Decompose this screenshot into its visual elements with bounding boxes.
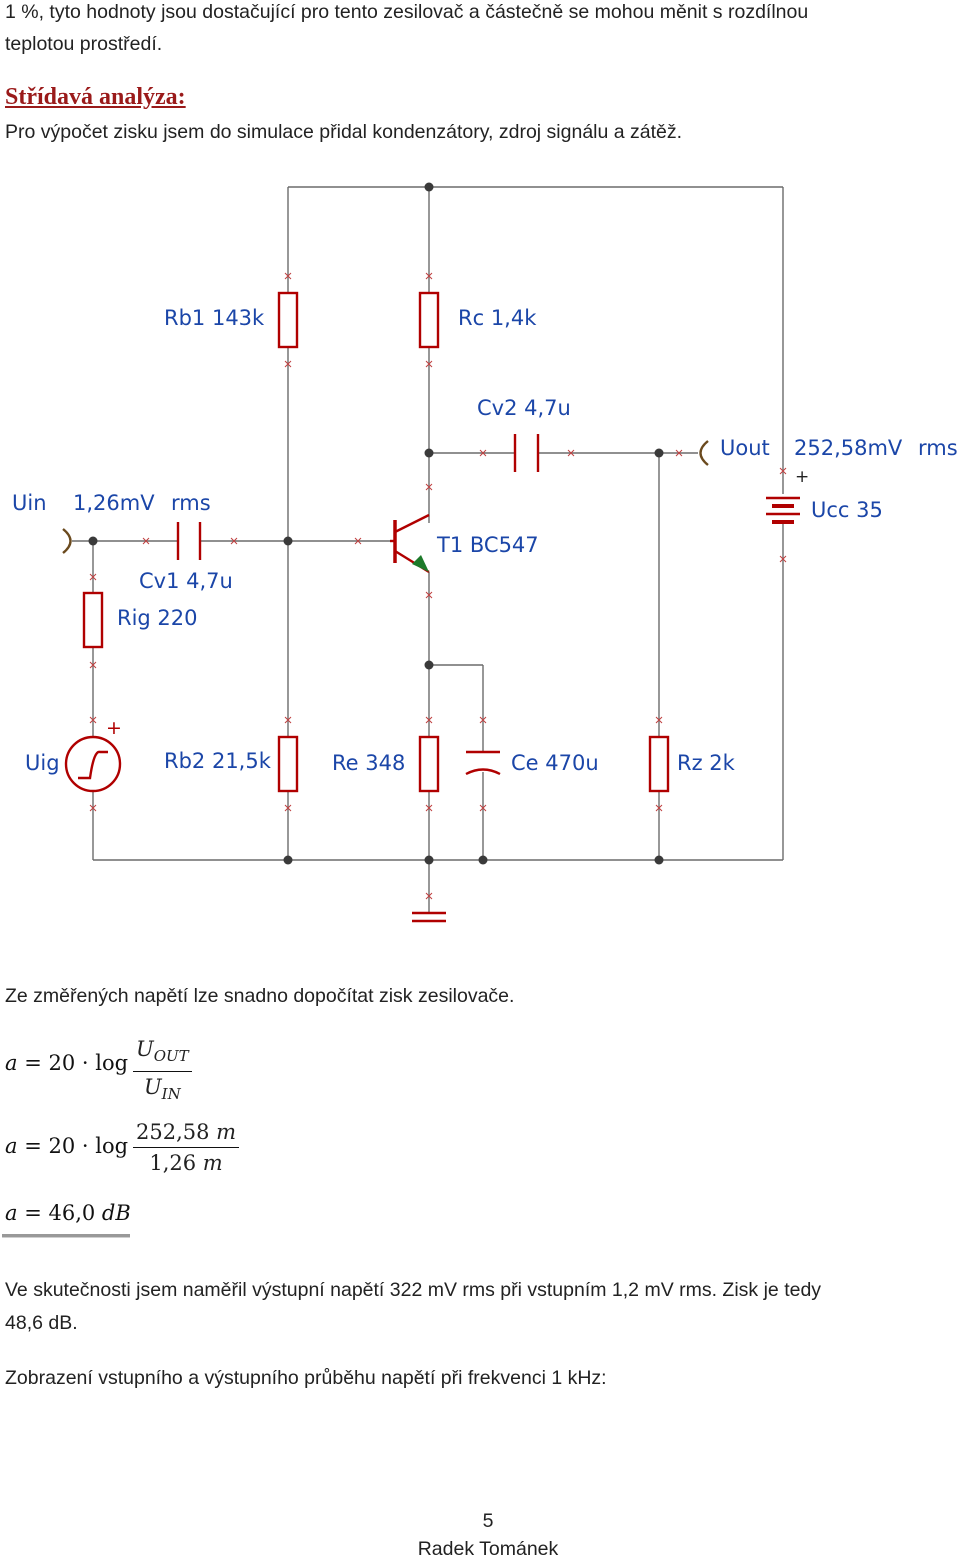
input-probe-icon <box>62 528 72 554</box>
page-number: 5 <box>482 1510 494 1532</box>
label-rb1: Rb1 143k <box>164 306 265 330</box>
fraction-1: UOUT UIN <box>133 1034 192 1109</box>
fraction-numerator: 252,58 m <box>136 1120 237 1144</box>
label-uout: Uout <box>720 436 770 460</box>
label-rig: Rig 220 <box>117 606 198 630</box>
output-probe-icon <box>699 440 709 466</box>
label-uout-value: 252,58mV <box>794 436 903 460</box>
source-plus-sign: + <box>106 717 122 739</box>
circuit-schematic: Rb1 143k Rc 1,4k Cv2 4,7u Uout 252,58mV … <box>12 182 958 923</box>
label-t1: T1 BC547 <box>436 533 539 557</box>
fraction-numerator: UOUT <box>136 1037 189 1066</box>
text-line: 48,6 dB. <box>5 1312 78 1334</box>
label-ucc: Ucc 35 <box>811 498 883 522</box>
emitter-arrow-icon <box>412 555 429 572</box>
fraction-2: 252,58 m 1,26 m <box>133 1117 240 1178</box>
equation-1: a = 20 · log <box>5 1051 128 1075</box>
equation-2: a = 20 · log <box>5 1134 128 1158</box>
resistor-rb1 <box>277 291 299 349</box>
resistor-rb2 <box>277 735 299 793</box>
pin-markers <box>89 272 787 900</box>
label-rz: Rz 2k <box>677 751 736 775</box>
intro-paragraph: Pro výpočet zisku jsem do simulace přida… <box>5 121 683 143</box>
circuit-nodes <box>88 182 664 865</box>
battery-plus-sign: + <box>795 467 809 487</box>
label-ce: Ce 470u <box>511 751 599 775</box>
eq-lhs: a <box>5 1134 18 1158</box>
resistor-rz <box>648 735 670 793</box>
text-line: Ve skutečnosti jsem naměřil výstupní nap… <box>5 1279 822 1301</box>
label-uig: Uig <box>25 751 60 775</box>
result-underline <box>2 1234 130 1238</box>
eq-rhs: = 20 · log <box>17 1051 129 1075</box>
eq-rhs: = 20 · log <box>17 1134 129 1158</box>
resistor-re <box>418 735 440 793</box>
label-rc: Rc 1,4k <box>458 306 537 330</box>
equation-result: a = 46,0 dB <box>5 1201 131 1225</box>
fraction-denominator: UIN <box>143 1075 181 1104</box>
footer-author: Radek Tománek <box>417 1538 559 1560</box>
label-cv1: Cv1 4,7u <box>139 569 233 593</box>
section-heading: Střídavá analýza: <box>5 84 186 110</box>
resistor-rig <box>82 591 104 649</box>
waveform-caption: Zobrazení vstupního a výstupního průběhu… <box>5 1367 607 1389</box>
circuit-components <box>64 291 800 923</box>
label-re: Re 348 <box>332 751 405 775</box>
label-uin-value: 1,26mV <box>73 491 155 515</box>
text-line: teplotou prostředí. <box>5 33 163 55</box>
text-line: 1 %, tyto hodnoty jsou dostačující pro t… <box>5 1 809 23</box>
label-uin-unit: rms <box>171 491 211 515</box>
resistor-rc <box>418 291 440 349</box>
text-line: Ze změřených napětí lze snadno dopočítat… <box>5 985 515 1007</box>
eq-lhs: a <box>5 1051 18 1075</box>
label-rb2: Rb2 21,5k <box>164 749 272 773</box>
label-uout-unit: rms <box>918 436 958 460</box>
fraction-denominator: 1,26 m <box>149 1151 223 1175</box>
label-uin: Uin <box>12 491 47 515</box>
label-cv2: Cv2 4,7u <box>477 396 571 420</box>
